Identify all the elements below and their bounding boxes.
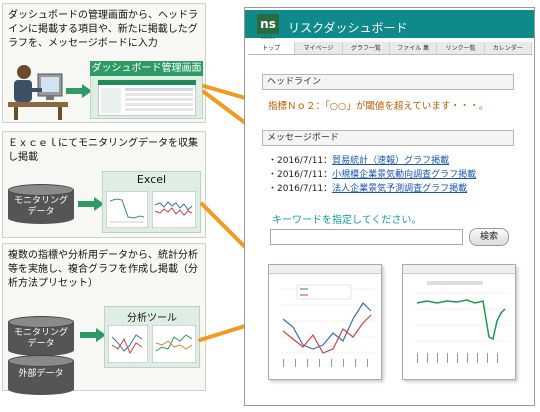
panel-analysis-text: 複数の指標や分析用データから、統計分析等を実施し、複合グラフを作成し掲載（分析方…: [8, 250, 198, 289]
analysis-chart-thumbnail: [108, 325, 148, 363]
message-link[interactable]: 貿易統計（速報）グラフ掲載: [332, 156, 450, 166]
keyword-input[interactable]: [270, 229, 463, 245]
message-item: ・2016/7/11：小規模企業景気動向調査グラフ掲載: [268, 170, 477, 180]
arrow-right-icon: [66, 84, 92, 98]
keyword-label: キーワードを指定してください。: [272, 215, 422, 226]
message-link[interactable]: 小規模企業景気動向調査グラフ掲載: [332, 170, 477, 180]
nav-bar: トップ マイページ グラフ一覧 ファイル 集 リンク一覧 カレンダー: [248, 42, 532, 55]
excel-chart-thumbnail-2: [152, 191, 196, 228]
headline-heading: ヘッドライン: [262, 74, 514, 90]
message-board-heading: メッセージボード: [262, 130, 514, 146]
search-button[interactable]: 検索: [469, 228, 509, 246]
arrow-right-icon: [80, 328, 106, 342]
line-chart-thumbnail-2: [407, 279, 513, 377]
logo-sub: NSRMC: [260, 35, 276, 40]
external-data-database-icon: 外部データ: [8, 355, 74, 395]
message-item: ・2016/7/11：法人企業景気予測調査グラフ掲載: [268, 184, 468, 194]
nav-file-collection[interactable]: ファイル 集: [390, 42, 438, 54]
admin-box-title: ダッシュボード管理画面: [90, 61, 203, 76]
admin-screen-thumbnail: [98, 80, 196, 116]
message-item: ・2016/7/11：貿易統計（速報）グラフ掲載: [268, 156, 450, 166]
monitoring-data-database-icon: モニタリング データ: [8, 184, 74, 224]
analysis-chart-thumbnail-2: [152, 325, 196, 363]
monitoring-data-database-icon-2: モニタリング データ: [8, 316, 74, 356]
logo-icon[interactable]: ns: [257, 14, 279, 34]
analysis-box-title: 分析ツール: [127, 313, 177, 324]
panel-excel-text: Ｅｘｃｅｌにてモニタリングデータを収集し掲載: [8, 138, 198, 163]
person-at-desk-icon: [8, 65, 68, 120]
excel-chart-thumbnail: [106, 191, 148, 228]
message-link[interactable]: 法人企業景気予測調査グラフ掲載: [332, 184, 468, 194]
headline-alert[interactable]: 指標Ｎｏ２：「○○」が閾値を超えています・・・。: [268, 101, 489, 112]
excel-box-title: Excel: [136, 173, 167, 186]
line-chart-thumbnail: [273, 279, 379, 377]
nav-calendar[interactable]: カレンダー: [485, 42, 532, 54]
nav-link-list[interactable]: リンク一覧: [437, 42, 485, 54]
nav-mypage[interactable]: マイページ: [295, 42, 343, 54]
site-title: リスクダッシュボード: [288, 21, 408, 35]
graph-card-2[interactable]: [402, 264, 516, 380]
nav-graph-list[interactable]: グラフ一覧: [343, 42, 390, 54]
panel-admin-text: ダッシュボードの管理画面から、ヘッドラインに掲載する項目や、新たに掲載したグラフ…: [8, 10, 198, 49]
arrow-right-icon: [78, 197, 104, 211]
graph-card-1[interactable]: [268, 264, 382, 380]
site-header: [245, 10, 534, 38]
nav-top[interactable]: トップ: [248, 42, 296, 54]
